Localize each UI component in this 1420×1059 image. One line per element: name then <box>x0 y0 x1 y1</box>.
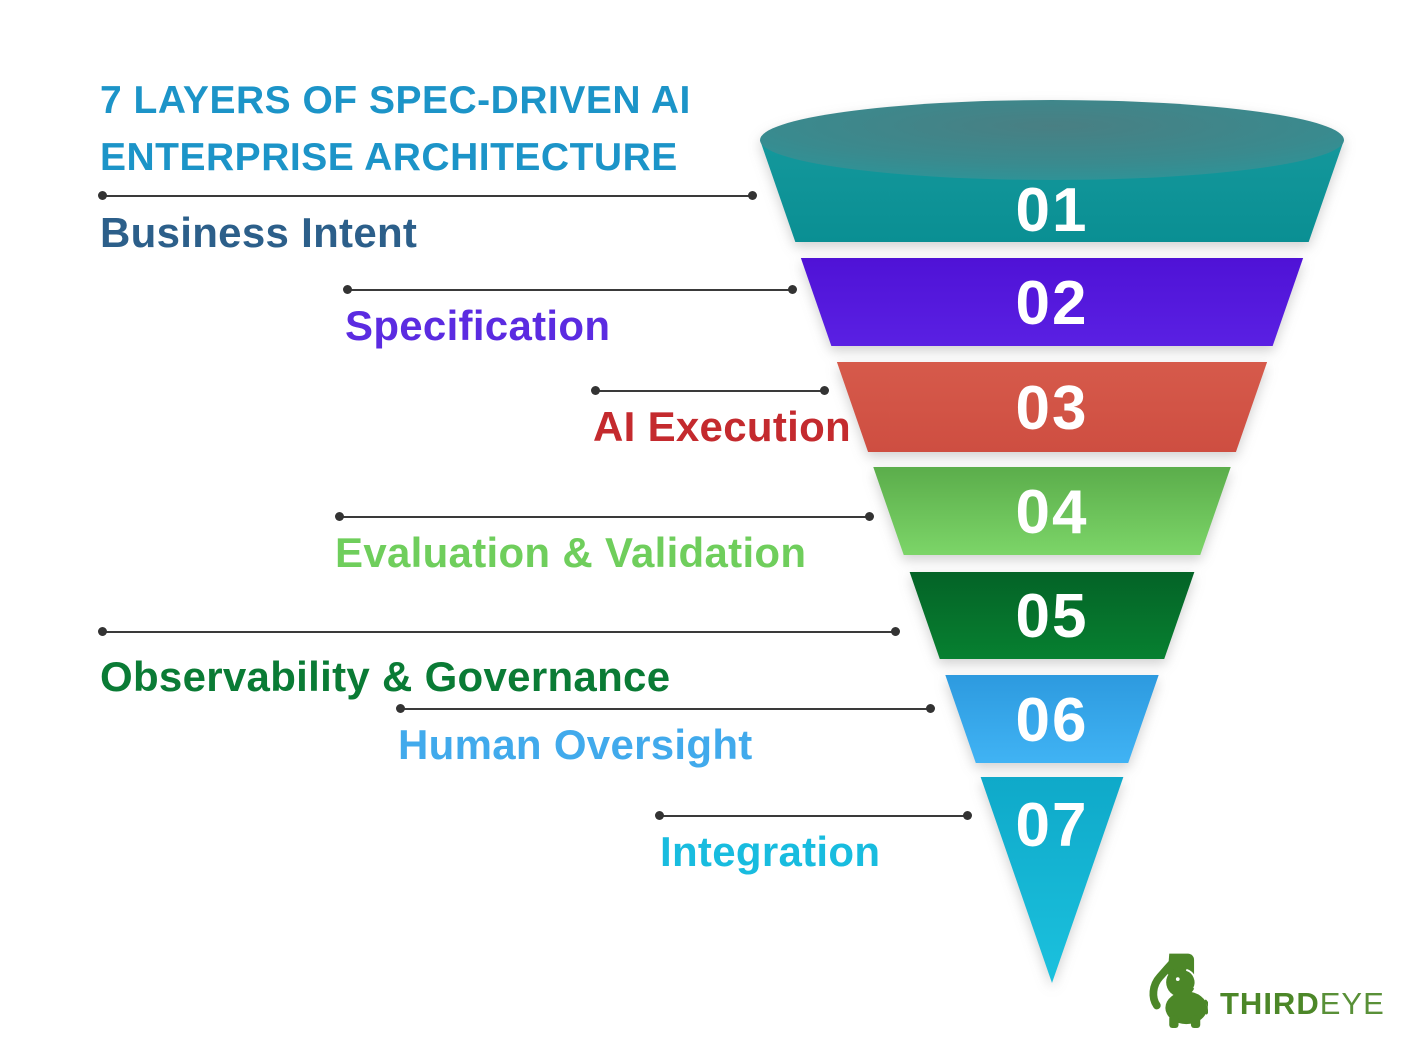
label-specification: Specification <box>345 302 611 349</box>
thirdeye-logo: THIRDEYE <box>1146 951 1385 1029</box>
connector-dot-left-icon <box>591 386 600 395</box>
connector-line-human-oversight <box>396 704 935 713</box>
connector-dot-right-icon <box>865 512 874 521</box>
connector-dot-right-icon <box>820 386 829 395</box>
connector-dot-right-icon <box>926 704 935 713</box>
connector-line-ai-execution <box>591 386 829 395</box>
connector-dot-right-icon <box>891 627 900 636</box>
connector-line-evaluation-validation <box>335 512 874 521</box>
connector-dot-right-icon <box>788 285 797 294</box>
funnel-layer-05 <box>909 572 1195 659</box>
funnel-layer-02 <box>800 258 1304 346</box>
connector-dot-left-icon <box>396 704 405 713</box>
connector-line-observability-governance <box>98 627 900 636</box>
brand-eye: EYE <box>1319 986 1385 1021</box>
layer-number-02: 02 <box>1016 269 1089 338</box>
connector-dot-left-icon <box>98 627 107 636</box>
label-ai-execution: AI Execution <box>593 403 851 450</box>
connector-dot-right-icon <box>963 811 972 820</box>
connector-dot-left-icon <box>98 191 107 200</box>
connector-line-business-intent <box>98 191 757 200</box>
title-line-1: 7 LAYERS OF SPEC-DRIVEN AI <box>100 79 691 122</box>
layer-number-06: 06 <box>1016 686 1089 755</box>
label-evaluation-validation: Evaluation & Validation <box>335 529 807 576</box>
label-human-oversight: Human Oversight <box>398 721 753 768</box>
title-line-2: ENTERPRISE ARCHITECTURE <box>100 136 678 179</box>
connector-dot-left-icon <box>335 512 344 521</box>
connector-dot-right-icon <box>748 191 757 200</box>
label-integration: Integration <box>660 828 881 875</box>
funnel-layer-07 <box>980 777 1124 983</box>
label-business-intent: Business Intent <box>100 209 418 256</box>
brand-text: THIRDEYE <box>1220 986 1385 1022</box>
label-observability-governance: Observability & Governance <box>100 653 671 700</box>
connector-line-specification <box>343 285 797 294</box>
page-title: 7 LAYERS OF SPEC-DRIVEN AI ENTERPRISE AR… <box>100 72 691 186</box>
connector-dot-left-icon <box>343 285 352 294</box>
layer-number-05: 05 <box>1016 582 1089 651</box>
funnel-layer-06 <box>945 675 1159 763</box>
funnel-top-opening <box>760 100 1344 180</box>
brand-third: THIRD <box>1220 986 1320 1021</box>
layer-number-03: 03 <box>1016 374 1089 443</box>
layer-number-01: 01 <box>1016 176 1089 245</box>
connector-line-integration <box>655 811 972 820</box>
layer-number-04: 04 <box>1016 478 1089 547</box>
funnel-layer-03 <box>836 362 1268 452</box>
funnel-layer-04 <box>873 467 1231 555</box>
connector-dot-left-icon <box>655 811 664 820</box>
layer-number-07: 07 <box>1016 791 1089 860</box>
elephant-icon <box>1149 953 1208 1028</box>
